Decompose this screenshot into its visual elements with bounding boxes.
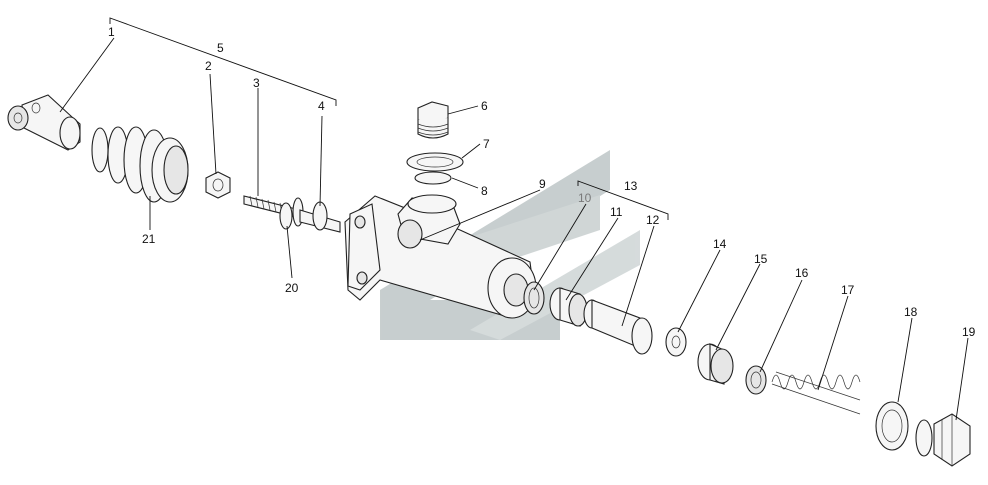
part-3-threaded-rod [243,195,304,227]
callout-6: 6 [481,99,488,113]
callout-12: 12 [646,213,660,227]
part-21-boot [91,126,189,203]
part-12-plunger [583,299,653,355]
part-11-piston [549,287,588,327]
part-16-spring-seat [745,365,767,395]
part-17-spring [771,371,861,415]
callout-3: 3 [253,76,260,90]
callout-18: 18 [904,305,918,319]
callout-9: 9 [539,177,546,191]
callout-16: 16 [795,266,809,280]
callout-13: 13 [624,179,638,193]
part-9-master-cylinder-body [344,194,537,319]
callout-15: 15 [754,252,768,266]
callout-5: 5 [217,41,224,55]
part-4-pushrod [299,201,341,233]
callout-11: 11 [610,205,623,219]
part-18-gasket-ring [875,401,909,451]
bracket-group-13 [577,180,669,220]
callout-2: 2 [205,59,212,73]
callout-1: 1 [108,25,115,39]
leader-lines [59,37,969,421]
callout-4: 4 [318,99,325,113]
callout-labels: 1 5 2 3 4 21 20 6 7 8 9 13 10 11 12 14 1… [108,25,976,339]
callout-7: 7 [483,137,490,151]
part-15-sleeve [697,343,734,385]
callout-8: 8 [481,184,488,198]
callout-21: 21 [142,232,156,246]
callout-20: 20 [285,281,299,295]
callout-14: 14 [713,237,727,251]
bracket-group-5 [109,17,337,106]
part-20-washer [279,202,293,230]
part-8-ring [414,171,452,185]
callout-10: 10 [578,191,592,205]
callout-17: 17 [841,283,855,297]
part-7-gasket [406,152,464,172]
callout-19: 19 [962,325,976,339]
part-1-clevis [7,94,81,151]
part-2-nut [205,171,231,199]
part-19-end-plug [915,413,971,467]
part-6-filler-plug [417,101,449,139]
part-10-o-ring [523,281,545,315]
part-14-seal [665,327,687,357]
